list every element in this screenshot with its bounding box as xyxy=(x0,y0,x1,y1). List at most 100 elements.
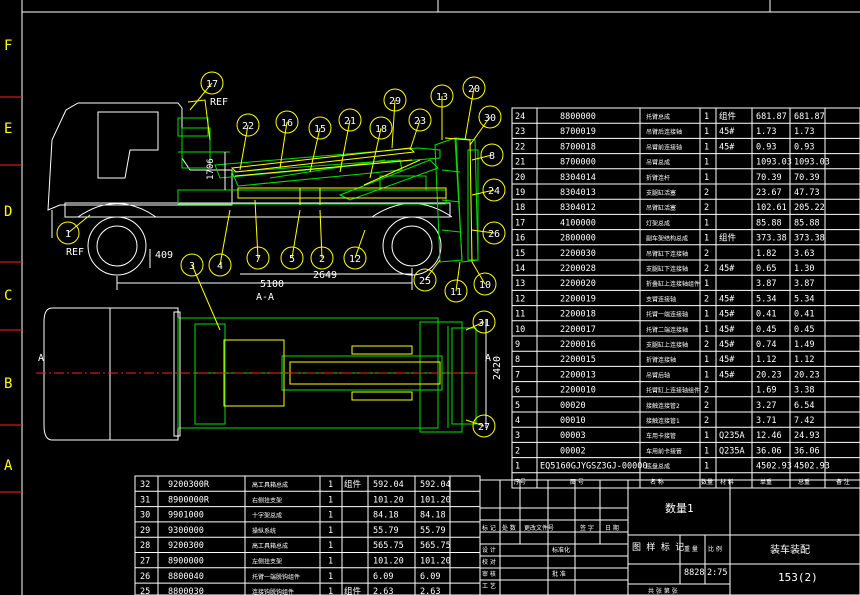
bom-cell: 101.20 xyxy=(373,557,404,567)
balloon-13: 13 xyxy=(430,84,454,140)
bom-cell: 2.63 xyxy=(420,587,440,595)
bom-cell: 14 xyxy=(515,264,525,274)
approval-row-label: 批 准 xyxy=(552,570,566,578)
balloon-4: 4 xyxy=(208,209,232,277)
bom-cell: 吊臂后轴 xyxy=(646,371,670,379)
bom-cell: 2 xyxy=(704,386,709,396)
bom-cell: 45# xyxy=(719,142,735,152)
balloon-21: 21 xyxy=(338,108,362,173)
bom-cell: 组件 xyxy=(719,111,737,122)
bom-cell: 45# xyxy=(719,264,735,274)
bom-cell: 5.34 xyxy=(794,294,814,304)
balloon-25: 25 xyxy=(413,259,441,292)
bom-header-cell: 总重 xyxy=(798,478,810,486)
bom-cell: 1 xyxy=(704,142,709,152)
bom-cell: 20.23 xyxy=(756,370,782,380)
balloon-15: 15 xyxy=(308,116,332,173)
bom-cell: 27 xyxy=(140,557,150,567)
bom-cell: 00020 xyxy=(560,401,586,411)
bom-cell: 205.22 xyxy=(794,203,825,213)
row-letter: D xyxy=(4,204,12,220)
revision-column-label: 更改文件号 xyxy=(524,524,554,532)
balloon-number: 23 xyxy=(414,116,426,127)
bom-cell: 31 xyxy=(140,495,150,505)
balloon-number: 26 xyxy=(488,229,500,240)
bom-cell: 1 xyxy=(704,218,709,228)
balloon-number: 5 xyxy=(289,254,295,265)
bom-cell: 10 xyxy=(515,325,525,335)
bom-cell: 1 xyxy=(328,572,333,582)
balloon-number: 22 xyxy=(242,121,254,132)
bom-cell: 8800000 xyxy=(560,112,596,122)
bom-cell: 接触连接管2 xyxy=(646,402,680,410)
bom-cell: 3.87 xyxy=(756,279,776,289)
balloon-number: 7 xyxy=(255,254,261,265)
sheet-label: 共 张 第 张 xyxy=(648,587,678,595)
bom-cell: 22 xyxy=(515,142,525,152)
dim-height: 409 xyxy=(155,250,173,261)
bom-cell: 20 xyxy=(515,173,525,183)
bom-cell: 1 xyxy=(704,446,709,456)
quantity-label: 数量1 xyxy=(665,502,694,515)
bom-header-cell: 单重 xyxy=(760,478,772,486)
truck-side-view xyxy=(47,99,479,290)
bom-cell: 36.06 xyxy=(794,446,820,456)
bom-cell: 0.65 xyxy=(756,264,776,274)
bom-cell: 6.54 xyxy=(794,401,814,411)
bom-cell: 17 xyxy=(515,218,525,228)
bom-header-cell: 数量 xyxy=(701,478,713,486)
balloon-number: 20 xyxy=(468,84,480,95)
balloon-11: 11 xyxy=(444,261,468,303)
bom-cell: 2800000 xyxy=(560,234,596,244)
dim-top: 1706 xyxy=(206,158,216,180)
bom-cell: 1.49 xyxy=(794,340,814,350)
bom-cell: 1 xyxy=(704,431,709,441)
bom-cell: 1 xyxy=(328,511,333,521)
bom-cell: 组件 xyxy=(344,479,362,490)
bom-cell: 吊臂后连接轴 xyxy=(646,128,682,136)
bom-cell: 21 xyxy=(515,158,525,168)
bom-cell: 45# xyxy=(719,294,735,304)
bom-cell: 24.93 xyxy=(794,431,820,441)
bom-cell: 高工具箱总成 xyxy=(252,481,288,489)
bom-cell: 8700000 xyxy=(560,158,596,168)
bom-cell: 折叠缸上连接轴组件 xyxy=(646,280,700,288)
bom-cell: 连接钩脱钩组件 xyxy=(252,588,294,595)
bom-cell: 8800040 xyxy=(168,572,204,582)
bom-cell: 0.45 xyxy=(756,325,776,335)
bom-cell: 支腿缸活塞 xyxy=(646,189,676,197)
bom-cell: 1 xyxy=(704,370,709,380)
bom-cell: 2 xyxy=(704,340,709,350)
bom-cell: 3.63 xyxy=(794,249,814,259)
bom-cell: 55.79 xyxy=(420,526,446,536)
bom-cell: 70.39 xyxy=(756,173,782,183)
bom-cell: 0.45 xyxy=(794,325,814,335)
bom-cell: 2200019 xyxy=(560,294,596,304)
bom-cell: 接触连接管1 xyxy=(646,417,680,425)
bom-cell: 373.38 xyxy=(756,234,787,244)
balloon-27: 27 xyxy=(465,414,496,438)
bom-cell: 32 xyxy=(140,480,150,490)
bom-cell: 1 xyxy=(704,310,709,320)
bom-cell: 00010 xyxy=(560,416,586,426)
signature-row-label: 校 对 xyxy=(482,558,496,566)
bom-cell: 十字架总成 xyxy=(252,512,282,520)
bom-cell: 6 xyxy=(515,386,520,396)
bom-cell: 1 xyxy=(704,158,709,168)
bom-cell: 左侧挂支架 xyxy=(252,558,282,566)
row-letter: E xyxy=(4,121,12,137)
balloon-number: 8 xyxy=(489,151,495,162)
balloon-7: 7 xyxy=(246,199,270,270)
bom-cell: 12.46 xyxy=(756,431,782,441)
